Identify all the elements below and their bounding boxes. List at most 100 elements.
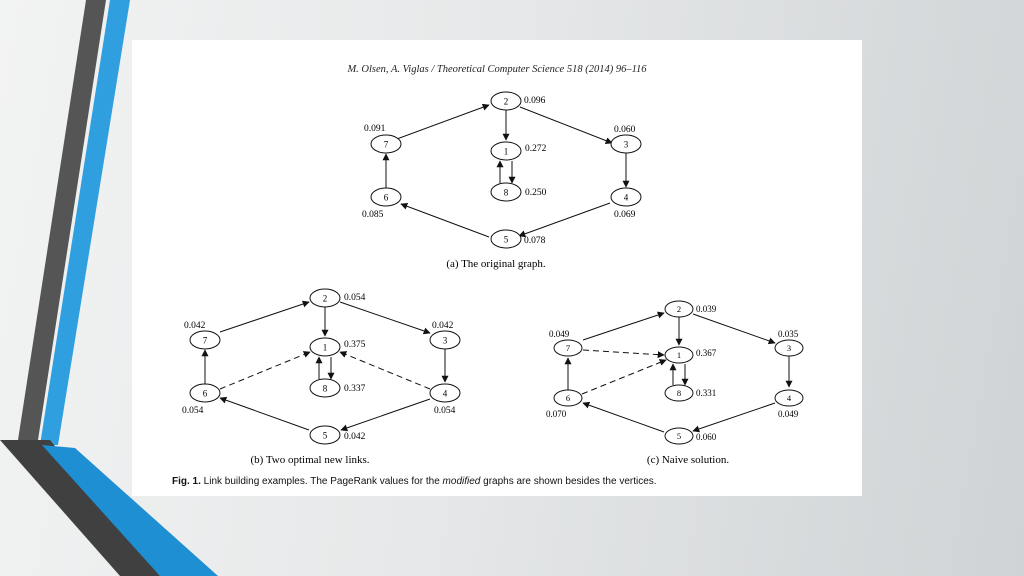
node-c-7: 7 — [553, 339, 583, 357]
edge-c-2-3 — [692, 313, 776, 345]
value-c-4: 0.049 — [778, 409, 799, 419]
edge-b-4-5 — [340, 398, 431, 432]
svg-text:2: 2 — [677, 304, 681, 314]
value-a-5: 0.078 — [524, 236, 546, 246]
paper-figure: M. Olsen, A. Viglas / Theoretical Comput… — [132, 40, 862, 496]
value-c-3: 0.035 — [778, 329, 799, 339]
value-a-4: 0.069 — [614, 210, 636, 220]
edge-c-6-1-new — [581, 359, 667, 395]
value-c-6: 0.070 — [546, 409, 567, 419]
value-b-2: 0.054 — [344, 293, 366, 303]
edge-c-7-1-new — [582, 349, 665, 359]
edge-5-6 — [400, 202, 490, 238]
svg-text:8: 8 — [323, 384, 328, 394]
value-c-5: 0.060 — [696, 432, 717, 442]
figure-caption-pre: Link building examples. The PageRank val… — [200, 476, 443, 487]
node-c-1: 1 — [664, 346, 694, 364]
edge-c-7-2 — [582, 311, 665, 341]
figure-caption-post: graphs are shown besides the vertices. — [480, 476, 657, 487]
svg-text:6: 6 — [566, 393, 570, 403]
node-a-5: 5 — [490, 229, 522, 249]
svg-text:5: 5 — [323, 431, 328, 441]
svg-text:2: 2 — [323, 294, 328, 304]
node-b-5: 5 — [309, 425, 341, 445]
value-c-8: 0.331 — [696, 388, 716, 398]
dark-stripe — [18, 0, 106, 440]
value-a-8: 0.250 — [525, 188, 547, 198]
value-a-6: 0.085 — [362, 210, 384, 220]
value-c-2: 0.039 — [696, 304, 717, 314]
value-b-7: 0.042 — [184, 321, 206, 331]
value-b-8: 0.337 — [344, 384, 366, 394]
caption-c: (c) Naive solution. — [647, 454, 729, 466]
node-c-2: 2 — [664, 300, 694, 318]
svg-text:1: 1 — [323, 343, 328, 353]
node-c-5: 5 — [664, 427, 694, 445]
value-b-5: 0.042 — [344, 432, 366, 442]
svg-text:6: 6 — [384, 193, 389, 203]
dark-corner-stripe — [0, 440, 160, 576]
node-b-2: 2 — [309, 288, 341, 308]
edge-7-2 — [385, 103, 490, 144]
value-a-3: 0.060 — [614, 125, 636, 135]
node-b-7: 7 — [189, 330, 221, 350]
svg-text:3: 3 — [624, 140, 629, 150]
edge-c-5-6 — [582, 401, 665, 433]
node-a-2: 2 — [490, 91, 522, 111]
node-b-1: 1 — [309, 337, 341, 357]
value-b-1: 0.375 — [344, 340, 366, 350]
node-a-6: 6 — [370, 187, 402, 207]
value-b-6: 0.054 — [182, 406, 204, 416]
graph-c: 2 3 4 5 6 7 1 8 0.039 0.035 0.049 0.060 … — [546, 300, 804, 466]
node-b-4: 4 — [429, 383, 461, 403]
svg-text:4: 4 — [624, 193, 629, 203]
edge-b-6-1-new — [219, 351, 311, 390]
svg-text:5: 5 — [504, 235, 509, 245]
blue-corner-stripe — [42, 445, 218, 576]
svg-text:5: 5 — [677, 431, 681, 441]
node-c-6: 6 — [553, 389, 583, 407]
node-c-8: 8 — [664, 384, 694, 402]
svg-text:2: 2 — [504, 97, 509, 107]
node-b-6: 6 — [189, 383, 221, 403]
graph-a: 2 3 4 5 6 7 1 8 0.096 0.060 0.069 0.078 … — [362, 91, 642, 270]
svg-text:7: 7 — [203, 336, 208, 346]
value-c-1: 0.367 — [696, 348, 717, 358]
figure-graphs: 2 3 4 5 6 7 1 8 0.096 0.060 0.069 0.078 … — [182, 91, 804, 466]
paper-header: M. Olsen, A. Viglas / Theoretical Comput… — [347, 64, 647, 75]
svg-text:1: 1 — [677, 350, 681, 360]
caption-b: (b) Two optimal new links. — [250, 454, 369, 466]
svg-text:8: 8 — [504, 188, 509, 198]
value-b-3: 0.042 — [432, 321, 454, 331]
svg-text:8: 8 — [677, 388, 681, 398]
blue-stripe — [40, 0, 130, 445]
svg-text:6: 6 — [203, 389, 208, 399]
svg-text:4: 4 — [443, 389, 448, 399]
edge-c-4-5 — [692, 402, 776, 433]
figure-label: Fig. 1. — [172, 476, 201, 487]
node-a-7: 7 — [370, 134, 402, 154]
svg-text:7: 7 — [566, 343, 570, 353]
value-a-7: 0.091 — [364, 124, 386, 134]
svg-text:1: 1 — [504, 147, 509, 157]
svg-text:7: 7 — [384, 140, 389, 150]
edge-b-5-6 — [219, 396, 310, 431]
node-b-8: 8 — [309, 378, 341, 398]
svg-text:4: 4 — [787, 393, 792, 403]
edge-2-3 — [519, 106, 613, 144]
figure-caption: Fig. 1. Link building examples. The Page… — [172, 476, 657, 487]
node-c-3: 3 — [774, 339, 804, 357]
figure-caption-em: modified — [442, 476, 481, 487]
node-b-3: 3 — [429, 330, 461, 350]
caption-a: (a) The original graph. — [446, 258, 546, 270]
svg-text:3: 3 — [787, 343, 791, 353]
value-a-1: 0.272 — [525, 144, 547, 154]
node-a-3: 3 — [610, 134, 642, 154]
value-b-4: 0.054 — [434, 406, 456, 416]
edge-b-7-2 — [219, 300, 310, 333]
value-a-2: 0.096 — [524, 96, 546, 106]
edge-b-2-3 — [339, 301, 431, 335]
svg-text:3: 3 — [443, 336, 448, 346]
node-c-4: 4 — [774, 389, 804, 407]
slide-decoration — [0, 0, 218, 576]
